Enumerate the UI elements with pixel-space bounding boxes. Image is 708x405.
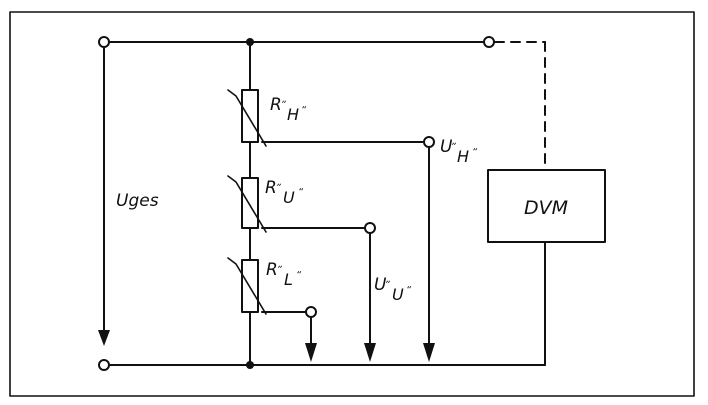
uh-arrow-head (423, 343, 435, 362)
label-u-h-close: “ (472, 147, 478, 158)
label-r-l: R „ L “ (266, 259, 302, 289)
terminal-top-right (483, 36, 495, 48)
label-r-l-letter: L (284, 270, 293, 289)
label-u-u: U „ U “ (374, 274, 412, 304)
label-r-l-close: “ (296, 270, 302, 281)
trimmer-arrow-u (227, 175, 267, 233)
label-u-h-symbol: U (440, 137, 453, 157)
label-r-u: R „ U “ (265, 177, 304, 207)
label-r-h-symbol: R (270, 95, 282, 115)
label-r-h-letter: H (287, 105, 299, 124)
resistor-h (241, 89, 259, 143)
label-u-u-letter: U (392, 285, 404, 304)
label-r-u-symbol: R (265, 178, 277, 198)
label-r-u-open: „ (277, 177, 282, 188)
trimmer-arrow-h (227, 89, 267, 147)
label-u-u-symbol: U (374, 275, 387, 295)
ul-arrow-head (305, 343, 317, 362)
label-r-h-close: “ (301, 105, 307, 116)
label-r-l-open: „ (278, 259, 283, 270)
trimmer-arrow-l (227, 257, 267, 315)
label-u-u-open: „ (386, 274, 391, 285)
label-r-u-letter: U (283, 188, 295, 207)
label-r-l-symbol: R (266, 260, 278, 280)
tap-terminal-h (423, 136, 435, 148)
dvm-box (487, 169, 606, 243)
label-r-h: R „ H “ (270, 94, 307, 124)
label-u-h: U „ H “ (440, 136, 478, 166)
figure-border (9, 11, 695, 397)
uges-arrow-head (98, 330, 110, 346)
terminal-bottom-left (98, 359, 110, 371)
label-u-h-letter: H (457, 147, 469, 166)
tap-terminal-u (364, 222, 376, 234)
uu-arrow-head (364, 343, 376, 362)
label-u-h-open: „ (452, 136, 457, 147)
label-r-u-close: “ (298, 187, 304, 198)
label-u-u-close: “ (406, 285, 412, 296)
resistor-u (241, 177, 259, 229)
terminal-top-left (98, 36, 110, 48)
dvm-label: DVM (524, 197, 568, 219)
uges-label: Uges (116, 191, 159, 211)
label-r-h-open: „ (282, 94, 287, 105)
tap-terminal-l (305, 306, 317, 318)
